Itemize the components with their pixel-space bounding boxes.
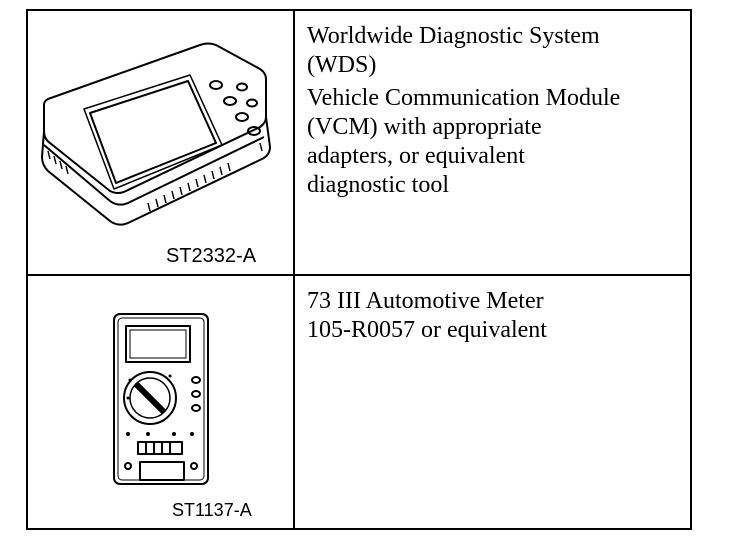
multimeter-icon	[113, 313, 209, 485]
figure-code: ST1137-A	[172, 500, 252, 520]
tool-description: Vehicle Communication Module (VCM) with …	[307, 85, 621, 198]
tool-description-cell: Worldwide Diagnostic System (WDS) Vehicl…	[295, 11, 690, 274]
tool-figure-cell: ST2332-A	[28, 11, 295, 274]
tool-name: 73 III Automotive Meter 105-R0057 or equ…	[307, 288, 547, 343]
table-row: ST2332-A Worldwide Diagnostic System (WD…	[28, 11, 690, 276]
special-tools-table: ST2332-A Worldwide Diagnostic System (WD…	[26, 9, 692, 530]
tool-name: Worldwide Diagnostic System (WDS)	[307, 23, 600, 78]
tool-figure-cell: ST1137-A	[28, 276, 295, 528]
diagnostic-tablet-icon	[41, 42, 271, 226]
table-row: ST1137-A 73 III Automotive Meter 105-R00…	[28, 276, 690, 528]
tool-description-cell: 73 III Automotive Meter 105-R0057 or equ…	[295, 276, 690, 528]
figure-code: ST2332-A	[166, 245, 257, 267]
